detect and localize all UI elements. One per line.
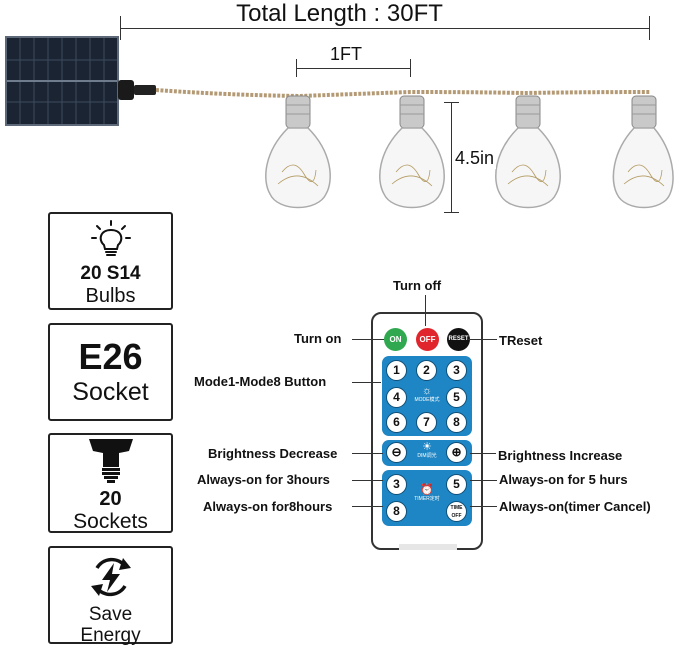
total-length-line xyxy=(120,28,650,29)
sun-icon: ☼ xyxy=(421,385,433,397)
always-on-cancel-label: Always-on(timer Cancel) xyxy=(499,499,651,514)
reset-callout xyxy=(467,339,497,340)
feature-sockets-label: Sockets xyxy=(73,510,148,533)
spacing-line xyxy=(296,68,411,69)
feature-save-energy: Save Energy xyxy=(48,546,173,646)
timer-panel: 3 ⏰ TIMER定时 5 8 TIME OFF xyxy=(382,470,472,526)
remote-control: ON OFF RESET 1 2 3 4 ☼ MODE模式 5 6 7 8 ⊖ … xyxy=(371,312,483,550)
mode-1-button[interactable]: 1 xyxy=(386,360,407,381)
connector xyxy=(118,80,134,100)
spacing-tick-left xyxy=(296,59,297,77)
brightness-increase-label: Brightness Increase xyxy=(498,448,623,463)
always-on-5-label: Always-on for 5 hurs xyxy=(499,472,628,487)
mode-5-button[interactable]: 5 xyxy=(446,387,467,408)
bulb-icon xyxy=(495,95,561,209)
off-button[interactable]: OFF xyxy=(416,328,439,351)
dim-caption: ☀ DIM调光 xyxy=(409,441,445,460)
dim-panel: ⊖ ☀ DIM调光 ⊕ xyxy=(382,440,472,466)
feature-sockets-count: 20 xyxy=(99,488,122,510)
feature-sockets: 20 Sockets xyxy=(48,433,173,533)
reset-label: TReset xyxy=(499,333,543,348)
bulb-icon xyxy=(265,95,331,209)
battery-tab xyxy=(399,544,457,550)
feature-socket-type-value: E26 xyxy=(78,336,143,377)
mode-8-button[interactable]: 8 xyxy=(446,412,467,433)
mode-7-button[interactable]: 7 xyxy=(416,412,437,433)
feature-save-energy-line2: Energy xyxy=(80,625,141,646)
brightness-icon: ☀ xyxy=(422,441,432,453)
mode-3-button[interactable]: 3 xyxy=(446,360,467,381)
always-on-cancel-callout xyxy=(470,506,497,507)
alarm-clock-icon: ⏰ xyxy=(420,484,434,496)
timer-8h-button[interactable]: 8 xyxy=(386,501,407,522)
socket-icon xyxy=(88,439,133,483)
always-on-5-callout xyxy=(470,480,497,481)
light-bulb-icon xyxy=(90,220,131,256)
height-line xyxy=(451,102,452,212)
feature-bulbs-label: Bulbs xyxy=(85,285,136,307)
reset-button[interactable]: RESET xyxy=(447,328,470,351)
always-on-3-label: Always-on for 3hours xyxy=(197,472,330,487)
height-tick-top xyxy=(444,102,459,103)
total-length-label: Total Length : 30FT xyxy=(236,0,443,27)
timer-caption: ⏰ TIMER定时 xyxy=(409,484,445,503)
time-off-button[interactable]: TIME OFF xyxy=(446,501,467,522)
always-on-8-label: Always-on for8hours xyxy=(203,499,333,514)
total-length-tick-right xyxy=(649,16,650,40)
bulb-icon xyxy=(379,95,445,209)
mode-callout xyxy=(352,382,381,383)
string-lights-illustration xyxy=(5,36,674,209)
feature-bulbs-count: 20 S14 xyxy=(80,263,141,284)
height-label: 4.5in xyxy=(453,148,497,169)
mode-4-button[interactable]: 4 xyxy=(386,387,407,408)
timer-3h-button[interactable]: 3 xyxy=(386,474,407,495)
brightness-increase-button[interactable]: ⊕ xyxy=(446,442,467,463)
on-button[interactable]: ON xyxy=(384,328,407,351)
sun-plus-icon: ⊕ xyxy=(451,445,462,459)
always-on-8-callout xyxy=(352,506,383,507)
brightness-decrease-button[interactable]: ⊖ xyxy=(386,442,407,463)
brightness-decrease-label: Brightness Decrease xyxy=(208,446,338,461)
height-tick-bottom xyxy=(444,212,459,213)
total-length-tick-left xyxy=(120,16,121,40)
bulb-icon xyxy=(612,95,674,209)
feature-socket-type: E26 Socket xyxy=(48,323,173,421)
brightness-increase-callout xyxy=(470,453,496,454)
mode-6-button[interactable]: 6 xyxy=(386,412,407,433)
always-on-3-callout xyxy=(352,480,383,481)
solar-panel-icon xyxy=(5,36,119,126)
mode-2-button[interactable]: 2 xyxy=(416,360,437,381)
energy-cycle-icon xyxy=(90,557,131,597)
bulbs xyxy=(265,95,674,209)
feature-bulbs: 20 S14 Bulbs xyxy=(48,212,173,310)
timer-5h-button[interactable]: 5 xyxy=(446,474,467,495)
turn-on-callout xyxy=(352,339,384,340)
brightness-decrease-callout xyxy=(352,453,383,454)
cord xyxy=(155,88,651,99)
turn-off-callout xyxy=(425,295,426,326)
spacing-label: 1FT xyxy=(330,44,363,64)
turn-on-label: Turn on xyxy=(294,331,342,346)
feature-save-energy-line1: Save xyxy=(88,604,133,625)
mode-caption: ☼ MODE模式 xyxy=(409,386,445,404)
spacing-tick-right xyxy=(410,59,411,77)
feature-socket-type-label: Socket xyxy=(72,378,149,406)
mode-label: Mode1-Mode8 Button xyxy=(194,374,327,389)
mode-panel: 1 2 3 4 ☼ MODE模式 5 6 7 8 xyxy=(382,356,472,436)
turn-off-label: Turn off xyxy=(393,278,442,293)
sun-minus-icon: ⊖ xyxy=(391,445,402,459)
